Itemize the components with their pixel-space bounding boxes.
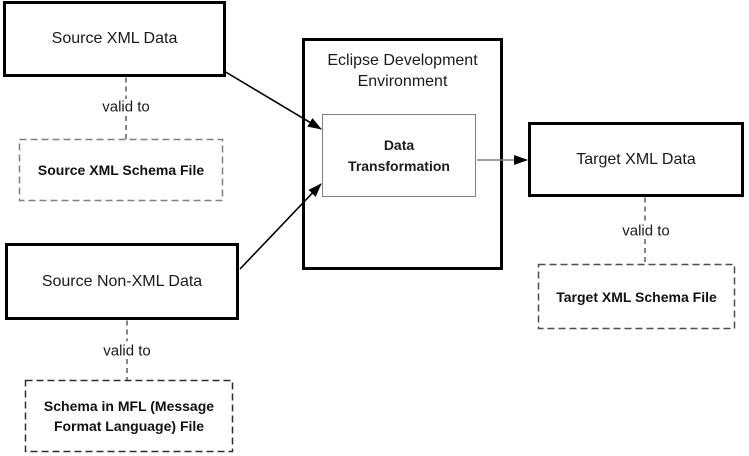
mfl-schema-box: Schema in MFL (Message Format Language) …: [25, 380, 233, 452]
data-transformation-box: Data Transformation: [322, 114, 476, 197]
valid-to-label-target: valid to: [619, 222, 673, 240]
source-xml-data-label: Source XML Data: [51, 30, 178, 47]
eclipse-environment-label: Eclipse Development Environment: [327, 52, 478, 90]
target-xml-data-box: Target XML Data: [528, 122, 744, 197]
target-xml-data-label: Target XML Data: [576, 150, 696, 168]
target-xml-schema-label: Target XML Schema File: [556, 288, 717, 305]
source-xml-schema-label: Source XML Schema File: [37, 162, 205, 178]
source-nonxml-data-label: Source Non-XML Data: [41, 272, 203, 290]
source-xml-schema-box: Source XML Schema File: [19, 139, 223, 201]
valid-to-label-source-xml: valid to: [99, 98, 153, 116]
data-transformation-label: Data Transformation: [348, 136, 450, 174]
target-xml-schema-box: Target XML Schema File: [538, 264, 735, 329]
mfl-schema-label: Schema in MFL (Message Format Language) …: [43, 398, 215, 434]
source-xml-data-box: Source XML Data: [3, 1, 226, 77]
valid-to-label-source-nonxml: valid to: [100, 342, 154, 360]
source-nonxml-data-box: Source Non-XML Data: [5, 243, 239, 320]
